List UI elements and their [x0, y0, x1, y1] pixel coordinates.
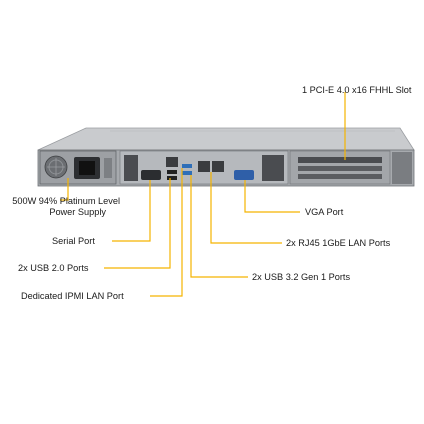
vent-grid: [124, 155, 284, 181]
vga-port: [234, 170, 254, 180]
leader-serial: [112, 180, 151, 242]
leader-ipmi: [150, 168, 183, 297]
rj45-port-2: [212, 161, 224, 172]
usb2-port-1: [167, 170, 177, 174]
ipmi-lan-port: [166, 157, 178, 167]
label-vga: VGA Port: [305, 207, 344, 217]
rj45-port-1: [198, 161, 210, 172]
leader-rj45: [210, 172, 282, 244]
label-usb2: 2x USB 2.0 Ports: [18, 263, 89, 273]
leader-vga: [244, 180, 300, 213]
leader-usb3: [190, 175, 248, 278]
usb3-port-1: [182, 164, 192, 168]
leader-lines: [60, 92, 346, 297]
serial-port: [141, 170, 161, 180]
label-pcie: 1 PCI-E 4.0 x16 FHHL Slot: [302, 85, 412, 95]
leader-usb2: [104, 178, 171, 269]
usb3-port-2: [182, 171, 192, 175]
label-psu-line1: 500W 94% Platinum Level: [12, 196, 120, 206]
leader-psu: [60, 178, 69, 201]
label-ipmi: Dedicated IPMI LAN Port: [21, 291, 124, 301]
label-serial: Serial Port: [52, 236, 95, 246]
usb2-port-2: [167, 176, 177, 180]
label-usb3: 2x USB 3.2 Gen 1 Ports: [252, 272, 351, 282]
label-rj45: 2x RJ45 1GbE LAN Ports: [286, 238, 391, 248]
label-psu-line2: Power Supply: [49, 207, 106, 217]
